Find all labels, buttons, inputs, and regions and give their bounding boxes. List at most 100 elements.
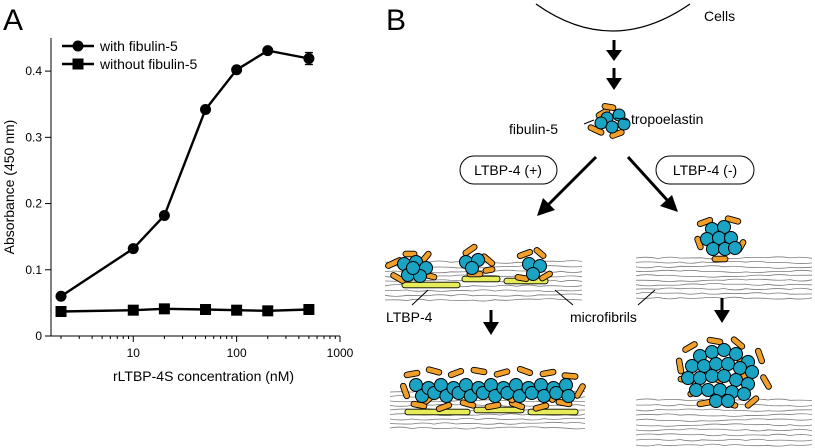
tropoelastin-label: tropoelastin	[631, 111, 703, 127]
microfibrils-label: microfibrils	[570, 309, 637, 325]
tropoelastin-bead	[681, 371, 695, 385]
tropoelastin-bead	[729, 373, 743, 387]
tropoelastin-bead	[709, 394, 723, 408]
microfibril-strand	[635, 413, 813, 417]
data-point-circle	[55, 290, 67, 302]
ltbp-plus-label: LTBP-4 (+)	[474, 162, 542, 178]
tropoelastin-bead	[737, 387, 751, 401]
microfibril-strand	[635, 418, 813, 422]
tropoelastin-bead	[721, 394, 735, 408]
fibulin-rod	[403, 369, 421, 379]
fibulin-rod	[706, 336, 724, 346]
data-point-square	[127, 304, 139, 316]
fibulin-tropoelastin-complex	[587, 103, 631, 139]
fibulin-rod	[399, 382, 411, 400]
tropoelastin-bead	[729, 347, 743, 361]
aggregate-globule	[675, 336, 772, 409]
microfibrils-right-upper	[635, 256, 813, 300]
microfibril-strand	[635, 292, 813, 295]
clusters-left-upper	[385, 243, 553, 284]
tropoelastin-bead	[745, 365, 759, 379]
fibulin-rod	[516, 248, 534, 260]
ltbp4-label: LTBP-4	[386, 309, 433, 325]
x-tick-label: 10	[127, 346, 141, 360]
y-tick-label: 0.1	[25, 263, 42, 277]
legend-marker-square	[72, 58, 84, 70]
branch-arrow-right	[626, 155, 678, 212]
fibulin-rod	[482, 266, 496, 274]
tropoelastin-bead	[605, 120, 619, 134]
tropoelastin-bead	[721, 357, 735, 371]
y-tick-label: 0	[35, 329, 42, 343]
microfibril-strand	[635, 278, 813, 282]
series-line	[60, 49, 310, 298]
data-point-circle	[303, 53, 315, 65]
microfibril-strand	[389, 421, 586, 425]
tropoelastin-bead	[526, 267, 540, 281]
microfibril-strand	[635, 438, 813, 442]
microfibril-strand	[635, 274, 813, 278]
y-tick-label: 0.4	[25, 64, 42, 78]
assembly-arrow-right	[714, 298, 730, 323]
secretion-arrow-1	[606, 40, 622, 61]
legend-label: with fibulin-5	[99, 38, 178, 54]
fibulin-rod	[760, 374, 772, 390]
x-tick-label: 1000	[327, 346, 354, 360]
data-point-square	[262, 305, 274, 317]
ltbp-plus-pill: LTBP-4 (+)	[459, 155, 558, 185]
microfibrils-leader-right	[637, 289, 656, 306]
fibulin-rod	[470, 366, 488, 376]
elastic-fiber-assembly	[399, 365, 586, 413]
panel-b-letter: B	[386, 4, 406, 37]
tropoelastin-bead	[728, 241, 742, 255]
fibulin-rod	[724, 215, 742, 225]
legend-marker-circle	[72, 40, 84, 52]
microfibril-strand	[635, 287, 813, 291]
data-point-square	[158, 303, 170, 315]
fibulin-rod	[696, 216, 714, 228]
tropoelastin-bead	[617, 117, 631, 131]
cell-membrane	[535, 3, 691, 32]
microfibril-strand	[635, 408, 813, 412]
y-tick-label: 0.3	[25, 130, 42, 144]
fibulin-rod	[532, 402, 550, 412]
fibulin-rod	[561, 372, 579, 380]
fibulin-rod	[447, 367, 465, 379]
legend-label: without fibulin-5	[99, 56, 197, 72]
tropoelastin-bead	[705, 369, 719, 383]
tropoelastin-bead	[706, 242, 720, 256]
assembly-arrow-left	[483, 310, 499, 335]
fibulin-rod	[711, 255, 729, 263]
fibulin-rod	[425, 366, 443, 376]
fibulin-leader	[583, 119, 595, 125]
y-tick-label: 0.2	[25, 197, 42, 211]
fibulin-rod	[601, 103, 617, 111]
tropoelastin-bead	[733, 361, 747, 375]
microfibril-strand	[389, 426, 586, 430]
cluster-right-upper	[694, 215, 747, 263]
fibulin-label: fibulin-5	[509, 121, 558, 137]
microfibrils-right-lower	[635, 398, 813, 447]
cells-label: Cells	[704, 8, 735, 24]
fibulin-rod	[730, 336, 746, 350]
fibulin-rod	[390, 272, 406, 284]
tropoelastin-bead	[693, 371, 707, 385]
panel-a-letter: A	[3, 4, 23, 37]
ltbp-minus-label: LTBP-4 (-)	[673, 162, 737, 178]
microfibril-strand	[635, 283, 813, 287]
fibulin-rod	[435, 401, 453, 413]
x-tick-label: 100	[227, 346, 247, 360]
data-point-circle	[262, 45, 274, 57]
ltbp4-leader	[411, 289, 429, 306]
microfibril-strand	[635, 433, 813, 437]
data-point-circle	[158, 209, 170, 221]
fibulin-rod	[402, 250, 418, 258]
tropoelastin-bead	[406, 261, 420, 275]
tropoelastin-bead	[717, 343, 731, 357]
tropoelastin-bead	[685, 359, 699, 373]
microfibril-strand	[384, 293, 583, 297]
microfibril-strand	[635, 423, 813, 427]
fibulin-rod	[675, 357, 685, 375]
fibulin-rod	[539, 270, 553, 282]
